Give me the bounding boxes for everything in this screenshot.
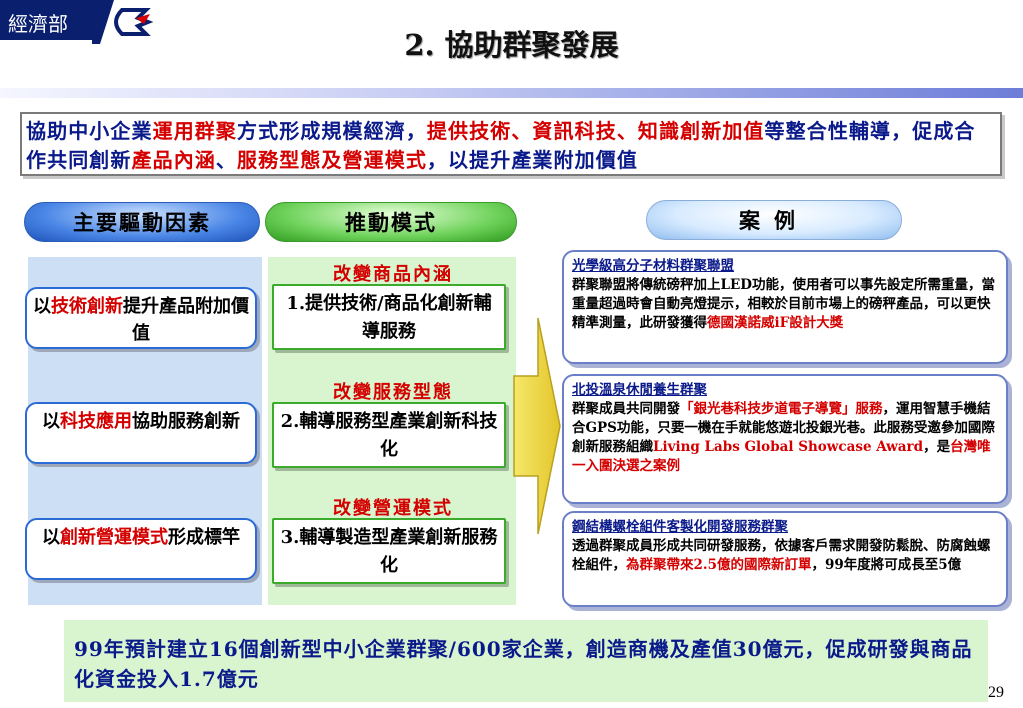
case-highlight: Living Labs Global Showcase Award [653,439,924,455]
intro-seg: 、 [215,148,238,172]
mode-label: 改變服務型態 [333,382,453,403]
cases-header: 案例 [646,200,902,240]
mode-label: 改變營運模式 [333,498,453,519]
mode-card: 3.輔導製造型產業創新服務化 [272,518,506,584]
page-title: 2. 協助群聚發展 [404,28,619,62]
intro-seg: 等整合性輔導，促成合作共同創新 [26,119,976,172]
intro-highlight: 產品內涵 [131,148,216,172]
mode-card: 2.輔導服務型產業創新科技化 [272,402,506,468]
modes-header: 推動模式 [265,202,517,242]
intro-statement: 協助中小企業運用群聚方式形成規模經濟，提供技術、資訊科技、知識創新加值等整合性輔… [20,112,1002,176]
case-highlight: 德國漢諾威iF設計大獎 [707,315,844,331]
case-card: 北投溫泉休閒養生群聚 群聚成員共同開發「銀光巷科技步道電子導覽」服務，運用智慧手… [562,374,1008,504]
case-body: 群聚聯盟將傳統磅秤加上LED功能，使用者可以事先設定所需重量，當重量超過時會自動… [572,277,995,331]
case-highlight: 台灣唯一入圍決選之案例 [572,439,991,474]
driver-post: 協助服務創新 [132,411,240,432]
case-body: 群聚成員共同開發 [572,401,680,417]
case-title: 北投溫泉休閒養生群聚 [572,382,707,398]
driver-card: 以創新營運模式形成標竿 [25,518,257,580]
driver-pre: 以 [42,411,60,432]
summary-box: 99年預計建立16個創新型中小企業群聚/600家企業，創造商機及產值30億元，促… [64,620,988,702]
driver-post: 形成標竿 [168,527,240,548]
case-title: 光學級高分子材料群聚聯盟 [572,258,734,274]
case-highlight: 為群聚帶來2.5億的國際新訂單 [626,557,812,573]
driver-card: 以技術創新提升產品附加價值 [25,287,257,349]
intro-highlight: 運用群聚 [152,119,238,143]
case-card: 光學級高分子材料群聚聯盟 群聚聯盟將傳統磅秤加上LED功能，使用者可以事先設定所… [562,250,1008,364]
mode-card: 1.提供技術/商品化創新輔導服務 [272,284,506,350]
intro-seg: 方式形成規模經濟， [237,119,427,143]
case-title: 鋼結構螺栓組件客製化開發服務群聚 [572,519,788,535]
case-card: 鋼結構螺栓組件客製化開發服務群聚 透過群聚成員形成共同研發服務，依據客戶需求開發… [562,511,1008,607]
case-body: ，99年度將可成長至5億 [811,557,962,573]
mode-label: 改變商品內涵 [333,264,453,285]
driver-pre: 以 [33,296,51,317]
driver-pre: 以 [42,527,60,548]
case-body: ，是 [923,439,951,455]
flow-arrow-icon [513,317,561,535]
intro-seg: 協助中小企業 [26,119,153,143]
ministry-logo: 經濟部 [0,0,92,40]
driver-card: 以科技應用協助服務創新 [25,402,257,464]
driver-highlight: 創新營運模式 [60,527,168,548]
driver-highlight: 科技應用 [60,411,132,432]
case-body: 透過群聚成員形成共同研發服務，依據客戶需求開發防鬆脫、防腐蝕螺栓組件， [572,538,991,573]
page-number: 29 [988,684,1004,701]
intro-seg: ，以提升產業附加價值 [426,148,638,172]
intro-highlight: 提供技術、資訊科技、知識創新加值 [426,119,765,143]
drivers-header: 主要驅動因素 [24,202,260,242]
ministry-emblem-icon [92,0,154,44]
intro-highlight: 服務型態及營運模式 [237,148,427,172]
case-highlight: 「銀光巷科技步道電子導覽」服務 [680,401,883,417]
driver-highlight: 技術創新 [51,296,123,317]
ministry-logo-text: 經濟部 [8,12,68,36]
driver-post: 提升產品附加價值 [123,296,249,344]
title-divider [0,88,1023,98]
case-body: ，運用智慧手機結合GPS功能，只要一機在手就能悠遊北投銀光巷。此服務受邀參加國際… [572,401,995,455]
